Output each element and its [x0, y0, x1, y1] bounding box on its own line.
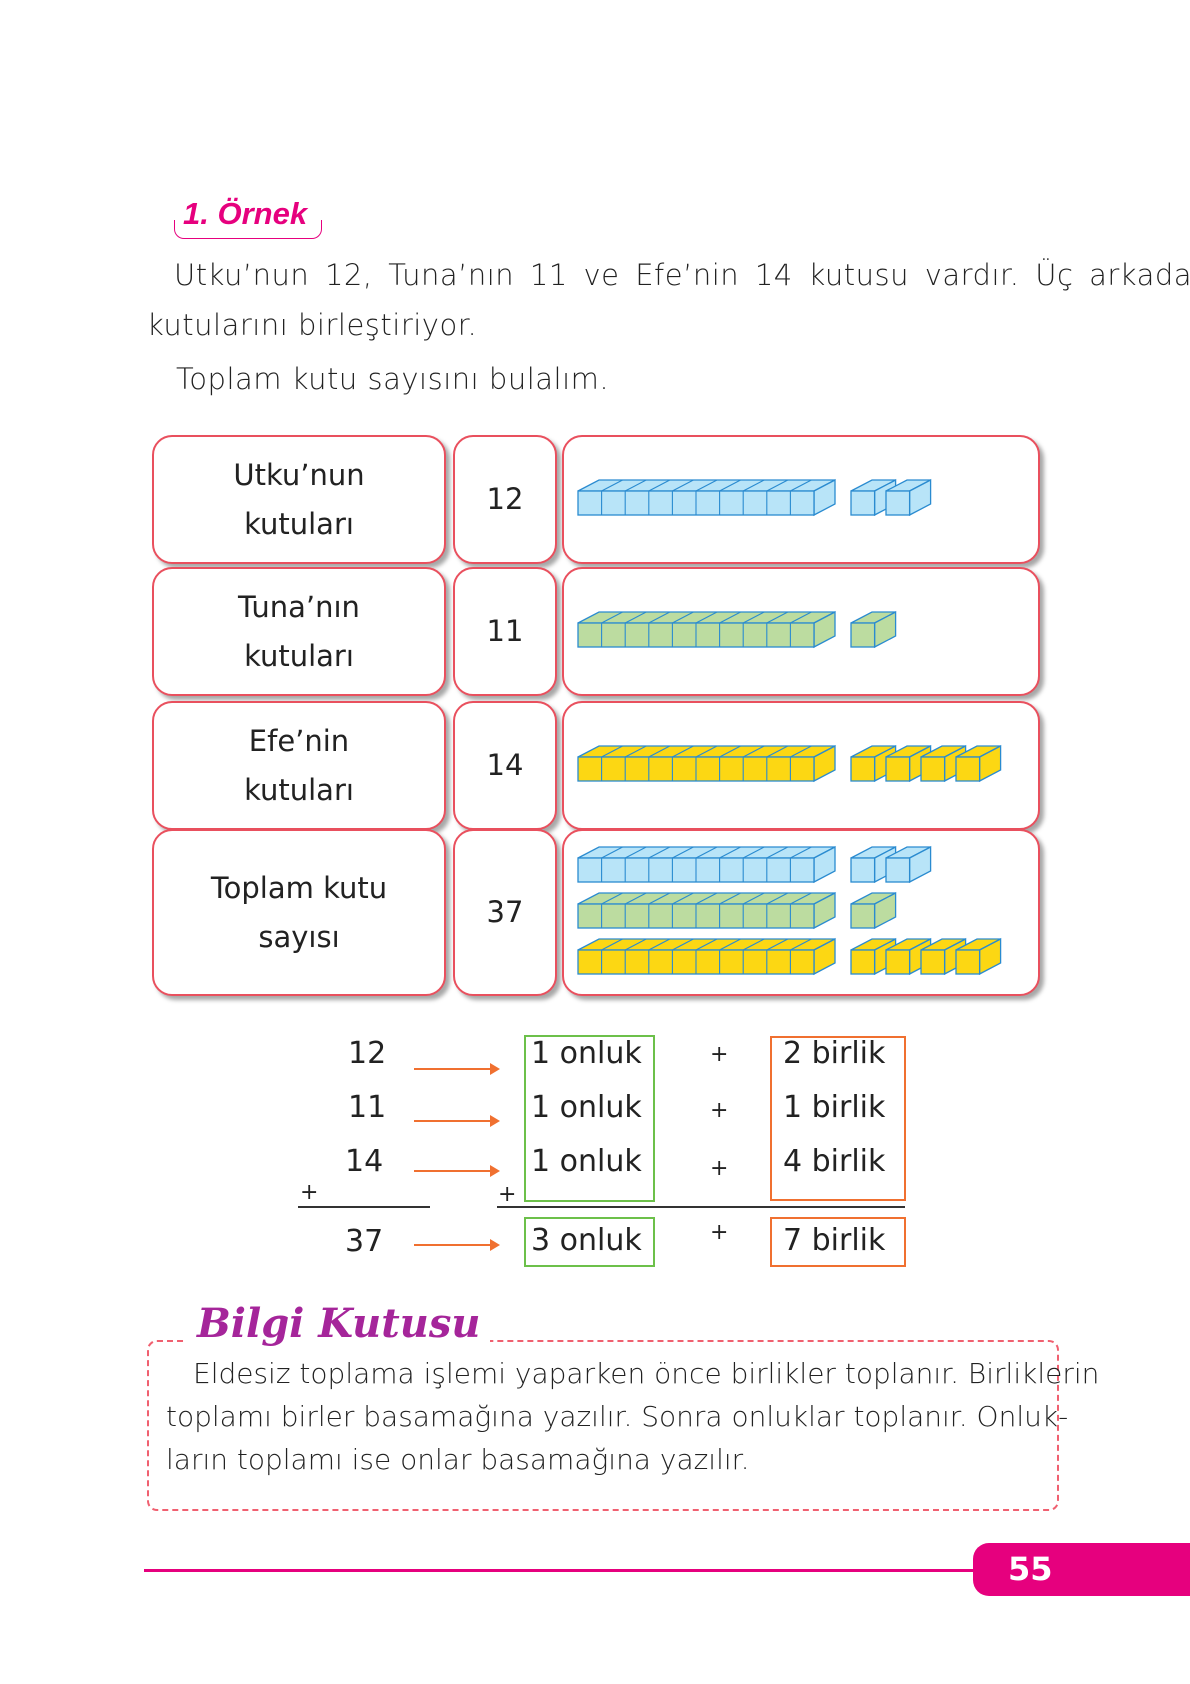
label-line-2: kutuları [244, 772, 354, 807]
addend-2: 11 [348, 1090, 387, 1125]
blocks-cell [562, 701, 1040, 830]
problem-line-1: Utku’nun 12, Tuna’nın 11 ve Efe’nin 14 k… [174, 258, 1190, 292]
ten-rod [577, 610, 836, 649]
ten-rod [577, 891, 836, 930]
ones-box [770, 1036, 906, 1201]
info-line-1: Eldesiz toplama işlemi yaparken önce bir… [193, 1357, 1100, 1390]
ten-rod [577, 937, 836, 976]
label-line-1: Toplam kutu [210, 870, 388, 905]
label-line-2: sayısı [258, 919, 340, 954]
unit-cube [885, 845, 932, 884]
blocks-cell [562, 567, 1040, 696]
info-line-2: toplamı birler basamağına yazılır. Sonra… [166, 1400, 1069, 1433]
problem-line-2: kutularını birleştiriyor. [147, 308, 478, 342]
plus-sign: + [710, 1156, 729, 1181]
page-number: 55 [1008, 1550, 1053, 1588]
page-number-tab: 55 [973, 1543, 1190, 1596]
row-value: 12 [453, 435, 557, 564]
arrow-icon [414, 1063, 500, 1075]
problem-line-3: Toplam kutu sayısını bulalım. [176, 362, 610, 396]
footer-line [144, 1569, 984, 1572]
info-line-3: ların toplamı ise onlar basamağına yazıl… [166, 1443, 750, 1476]
ten-rod [577, 845, 836, 884]
example-title: 1. Örnek [183, 196, 308, 231]
arrow-icon [414, 1165, 500, 1177]
sum-line [497, 1206, 905, 1208]
row-label: Toplam kutu sayısı [152, 829, 446, 996]
ones-3: 4 birlik [783, 1144, 886, 1179]
unit-cube [955, 744, 1002, 783]
row-value: 14 [453, 701, 557, 830]
addend-1: 12 [348, 1036, 387, 1071]
result-tens-box [524, 1217, 655, 1267]
unit-cube [885, 478, 932, 517]
arrow-icon [414, 1239, 500, 1251]
value-text: 14 [486, 748, 524, 782]
row-value: 37 [453, 829, 557, 996]
tens-1: 1 onluk [531, 1036, 642, 1071]
plus-sign: + [710, 1098, 729, 1123]
plus-sign: + [710, 1042, 729, 1067]
ten-rod [577, 744, 836, 783]
value-text: 11 [486, 614, 524, 648]
row-label: Efe’nin kutuları [152, 701, 446, 830]
addend-3: 14 [345, 1144, 384, 1179]
info-box [147, 1340, 1059, 1511]
value-text: 37 [486, 895, 524, 929]
tens-box [524, 1035, 655, 1202]
arrow-icon [414, 1115, 500, 1127]
label-line-2: kutuları [244, 638, 354, 673]
plus-sign: + [710, 1220, 729, 1245]
unit-cube [920, 744, 967, 783]
blocks-cell [562, 435, 1040, 564]
label-line-1: Efe’nin [248, 723, 350, 758]
result-tens: 3 onluk [531, 1223, 642, 1258]
unit-cube [955, 937, 1002, 976]
label-line-1: Tuna’nın [238, 589, 360, 624]
row-label: Tuna’nın kutuları [152, 567, 446, 696]
value-text: 12 [486, 482, 524, 516]
tens-2: 1 onluk [531, 1090, 642, 1125]
label-line-2: kutuları [244, 506, 354, 541]
ten-rod [577, 478, 836, 517]
plus-sign: + [300, 1180, 319, 1205]
result-ones: 7 birlik [783, 1223, 886, 1258]
unit-cube [850, 610, 897, 649]
ones-2: 1 birlik [783, 1090, 886, 1125]
row-value: 11 [453, 567, 557, 696]
ones-1: 2 birlik [783, 1036, 886, 1071]
sum-line [298, 1206, 430, 1208]
title-underline [174, 220, 322, 239]
tens-3: 1 onluk [531, 1144, 642, 1179]
row-label: Utku’nun kutuları [152, 435, 446, 564]
blocks-cell [562, 829, 1040, 996]
label-line-1: Utku’nun [233, 457, 365, 492]
sum-result: 37 [345, 1224, 384, 1259]
info-title: Bilgi Kutusu [187, 1300, 491, 1347]
plus-sign: + [498, 1182, 517, 1207]
result-ones-box [770, 1217, 906, 1267]
unit-cube [850, 891, 897, 930]
